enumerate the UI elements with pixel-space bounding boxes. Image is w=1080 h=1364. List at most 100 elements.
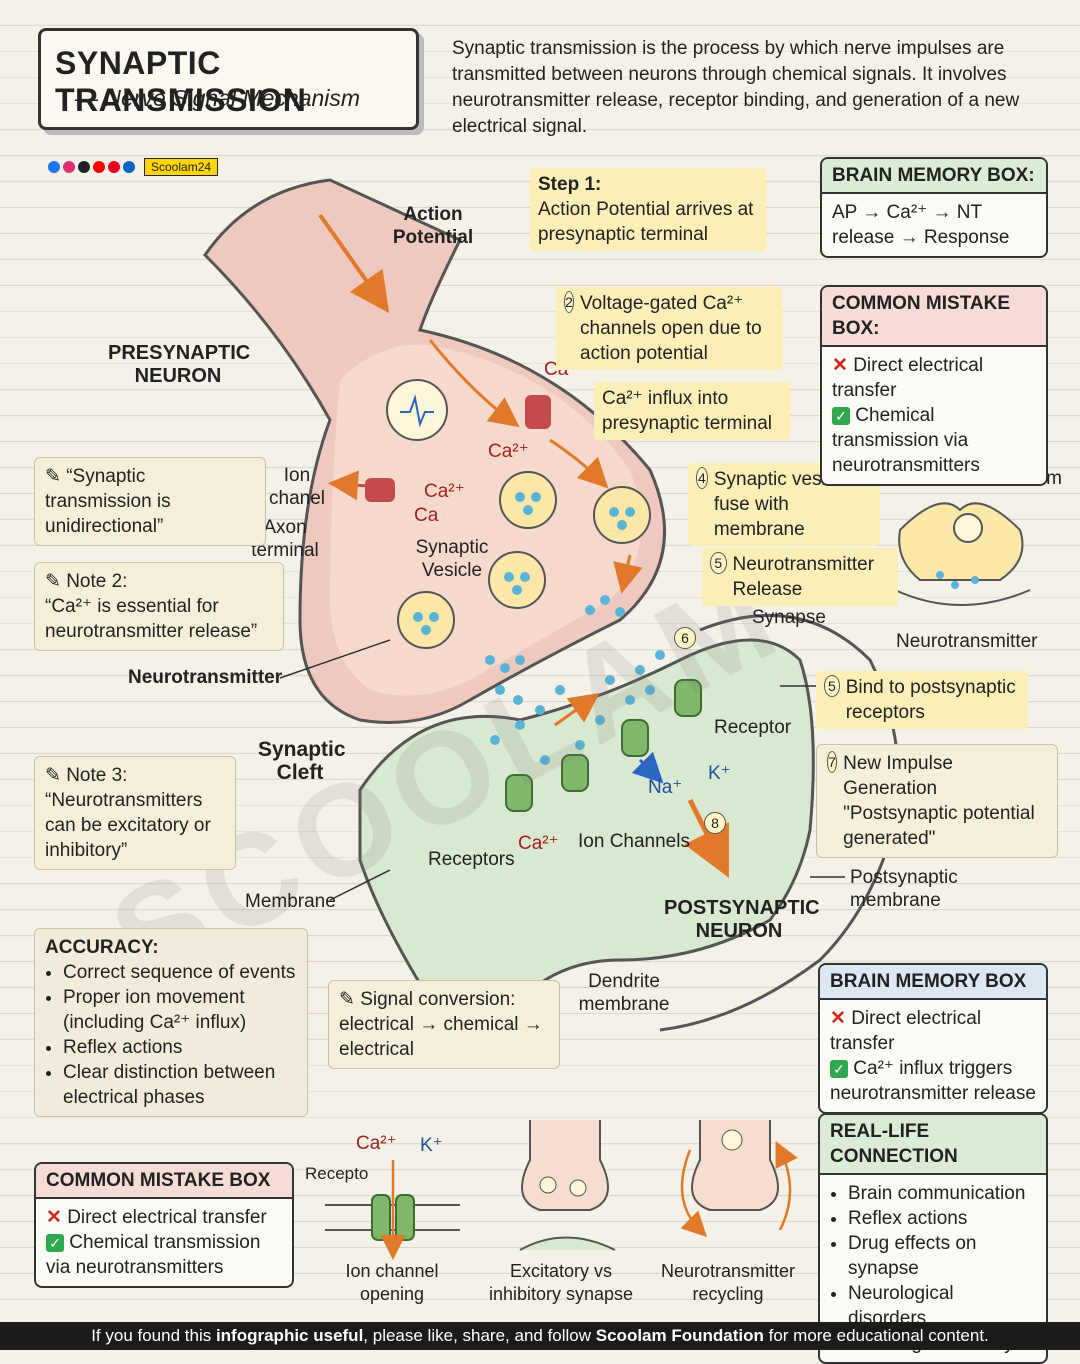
cross-icon: ✕ (46, 1207, 62, 1228)
step-7-text: New Impulse Generation "Postsynaptic pot… (843, 753, 1035, 849)
label-synaptic-cleft: Synaptic Cleft (258, 738, 346, 784)
footer-post: for more educational content. (763, 1326, 989, 1345)
pencil-icon: ✎ (45, 466, 61, 487)
label-neurotransmitter-zoom: Neurotransmitter (896, 631, 1038, 652)
brand-tag: Scoolam24 (144, 158, 219, 176)
step-1-title: Step 1: (538, 174, 602, 195)
label-ion-chanel: Ion chanel (269, 465, 325, 509)
vesicle-zoom-drawing (894, 502, 1031, 606)
facebook-icon[interactable] (48, 161, 60, 173)
mini-recycling-label: Neurotransmitter recycling (660, 1261, 796, 1304)
recycling-mini (680, 1120, 798, 1238)
step-5a-text: Neurotransmitter Release (732, 554, 875, 600)
label-ca-left: Ca²⁺ (424, 481, 465, 502)
brain-memory-box-2-title: BRAIN MEMORY BOX (820, 965, 1046, 1000)
pencil-icon: ✎ (339, 989, 355, 1010)
ca-channel-top (525, 395, 551, 429)
step-2-text: Voltage-gated Ca²⁺ channels open due to … (580, 293, 762, 364)
mini-excitatory-label: Excitatory vs inhibitory synapse (488, 1261, 634, 1304)
step-1-callout: Step 1: Action Potential arrives at pres… (530, 168, 766, 251)
mini-ca-label: Ca²⁺ (356, 1133, 397, 1154)
accuracy-item: Clear distinction between electrical pha… (63, 1060, 297, 1110)
mistake-1-wrong: Direct electrical transfer (832, 355, 984, 401)
step-5b-text: Bind to postsynaptic receptors (845, 677, 1016, 723)
label-na: Na⁺ (648, 777, 683, 798)
mini-k-label: K⁺ (420, 1135, 443, 1156)
mini-recepto-label: Recepto (305, 1164, 369, 1183)
step-4-number: 4 (696, 467, 708, 489)
page-title: SYNAPTIC TRANSMISSION (55, 45, 307, 118)
step-5b-callout: 5 Bind to postsynaptic receptors (816, 671, 1028, 729)
check-icon: ✓ (46, 1234, 64, 1252)
cross-icon: ✕ (830, 1008, 846, 1029)
label-neurotransmitter: Neurotransmitter (128, 667, 283, 688)
note-3-title: Note 3: (66, 765, 128, 786)
accuracy-item: Correct sequence of events (63, 960, 297, 985)
linkedin-icon[interactable] (123, 161, 135, 173)
label-receptor: Receptor (714, 717, 792, 738)
label-synapse: Synapse (752, 607, 826, 628)
label-receptors: Receptors (428, 849, 515, 870)
memory-2-wrong: Direct electrical transfer (830, 1008, 982, 1054)
label-dendrite-membrane: Dendrite membrane (578, 971, 670, 1015)
synaptic-vesicles (397, 471, 651, 649)
label-ion-channels: Ion Channels (578, 831, 690, 852)
marker-6: 6 (674, 627, 696, 649)
common-mistake-box-1: COMMON MISTAKE BOX: ✕ Direct electrical … (820, 285, 1048, 486)
page-subtitle: — Nerve Signal Mechanism (75, 85, 361, 111)
footer-banner: If you found this infographic useful, pl… (0, 1322, 1080, 1350)
common-mistake-box-2-title: COMMON MISTAKE BOX (36, 1164, 292, 1199)
excitatory-mini (519, 1120, 616, 1251)
footer-bold-1: infographic useful (215, 1326, 364, 1345)
ion-channel-left (365, 478, 395, 502)
x-icon[interactable] (78, 161, 90, 173)
label-ca-bottom: Ca²⁺ (518, 833, 559, 854)
note-2-title: Note 2: (66, 571, 128, 592)
step-5a-number: 5 (710, 552, 727, 574)
neurotransmitter-dots (485, 595, 665, 765)
brain-memory-box-1-title: BRAIN MEMORY BOX: (822, 159, 1046, 194)
check-icon: ✓ (832, 407, 850, 425)
check-icon: ✓ (830, 1060, 848, 1078)
youtube-icon[interactable] (93, 161, 105, 173)
accuracy-box: ACCURACY: Correct sequence of events Pro… (34, 928, 308, 1117)
influx-callout: Ca²⁺ influx into presynaptic terminal (594, 382, 790, 440)
label-ca-plain: Ca (414, 505, 439, 526)
note-2-text: “Ca²⁺ is essential for neurotransmitter … (45, 596, 258, 642)
real-life-item: Reflex actions (848, 1206, 1036, 1231)
synapse-diagram (203, 178, 1031, 1260)
footer-mid: , please like, share, and follow (363, 1326, 596, 1345)
step-1-text: Action Potential arrives at presynaptic … (538, 199, 754, 245)
label-membrane: Membrane (245, 891, 336, 912)
postsynaptic-receptors (505, 679, 702, 812)
step-7-number: 7 (827, 751, 838, 773)
instagram-icon[interactable] (63, 161, 75, 173)
note-3-text: “Neurotransmitters can be excitatory or … (45, 790, 211, 861)
step-5a-callout: 5 Neurotransmitter Release (702, 548, 898, 606)
pencil-icon: ✎ (45, 765, 61, 786)
marker-8: 8 (704, 812, 726, 834)
mini-ion-channel-label: Ion channel opening (345, 1261, 439, 1304)
step-2-callout: 2 Voltage-gated Ca²⁺ channels open due t… (556, 287, 782, 370)
step-5b-number: 5 (824, 675, 840, 697)
real-life-item: Drug effects on synapse (848, 1231, 1036, 1281)
note-2: ✎ Note 2: “Ca²⁺ is essential for neurotr… (34, 562, 284, 651)
cross-icon: ✕ (832, 355, 848, 376)
label-k: K⁺ (708, 763, 731, 784)
label-postsynaptic-membrane: Postsynaptic membrane (850, 867, 958, 911)
signal-conversion-note: ✎ Signal conversion: electrical → chemic… (328, 980, 560, 1069)
accuracy-item: Reflex actions (63, 1035, 297, 1060)
common-mistake-box-1-title: COMMON MISTAKE BOX: (822, 287, 1046, 347)
real-life-item: Brain communication (848, 1181, 1036, 1206)
label-synaptic-vesicle: Synaptic Vesicle (415, 537, 489, 581)
label-axon-terminal: Axon terminal (251, 517, 319, 561)
label-ca-inside: Ca²⁺ (488, 441, 529, 462)
brain-memory-box-2: BRAIN MEMORY BOX ✕ Direct electrical tra… (818, 963, 1048, 1114)
pinterest-icon[interactable] (108, 161, 120, 173)
label-action-potential: Action Potential (392, 204, 474, 248)
mistake-2-wrong: Direct electrical transfer (67, 1207, 267, 1228)
ion-channel-mini (325, 1160, 460, 1260)
social-bar: Scoolam24 (48, 158, 219, 176)
step-7-callout: 7 New Impulse Generation "Postsynaptic p… (816, 744, 1058, 858)
brain-memory-box-1-text: AP → Ca²⁺ → NT release → Response (832, 202, 1010, 248)
